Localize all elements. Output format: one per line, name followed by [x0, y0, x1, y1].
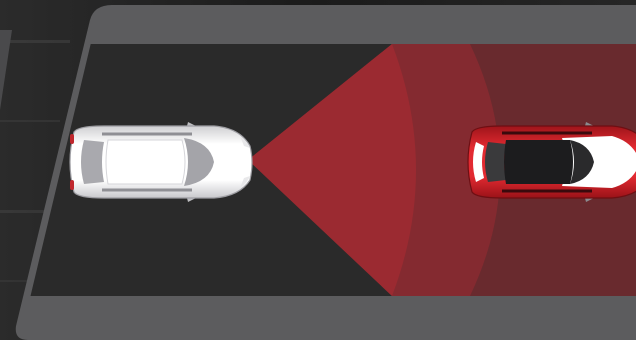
- host-vehicle: [70, 122, 252, 202]
- lead-vehicle: [468, 122, 636, 202]
